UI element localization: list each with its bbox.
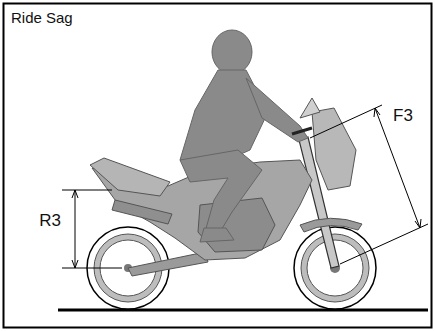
swingarm <box>128 252 208 276</box>
diagram-title: Ride Sag <box>11 10 73 25</box>
ground-line <box>58 309 428 312</box>
front-fender <box>300 218 362 232</box>
dimension-label: R3 <box>39 212 61 229</box>
frame-border <box>4 4 432 328</box>
handlebar <box>292 128 312 134</box>
exhaust <box>112 200 172 224</box>
rider <box>180 30 308 242</box>
windshield <box>300 98 320 118</box>
dimension-label: F3 <box>393 107 413 124</box>
f3-dimension <box>310 105 428 264</box>
front-wheel <box>294 227 376 309</box>
r3-dimension <box>62 190 122 268</box>
